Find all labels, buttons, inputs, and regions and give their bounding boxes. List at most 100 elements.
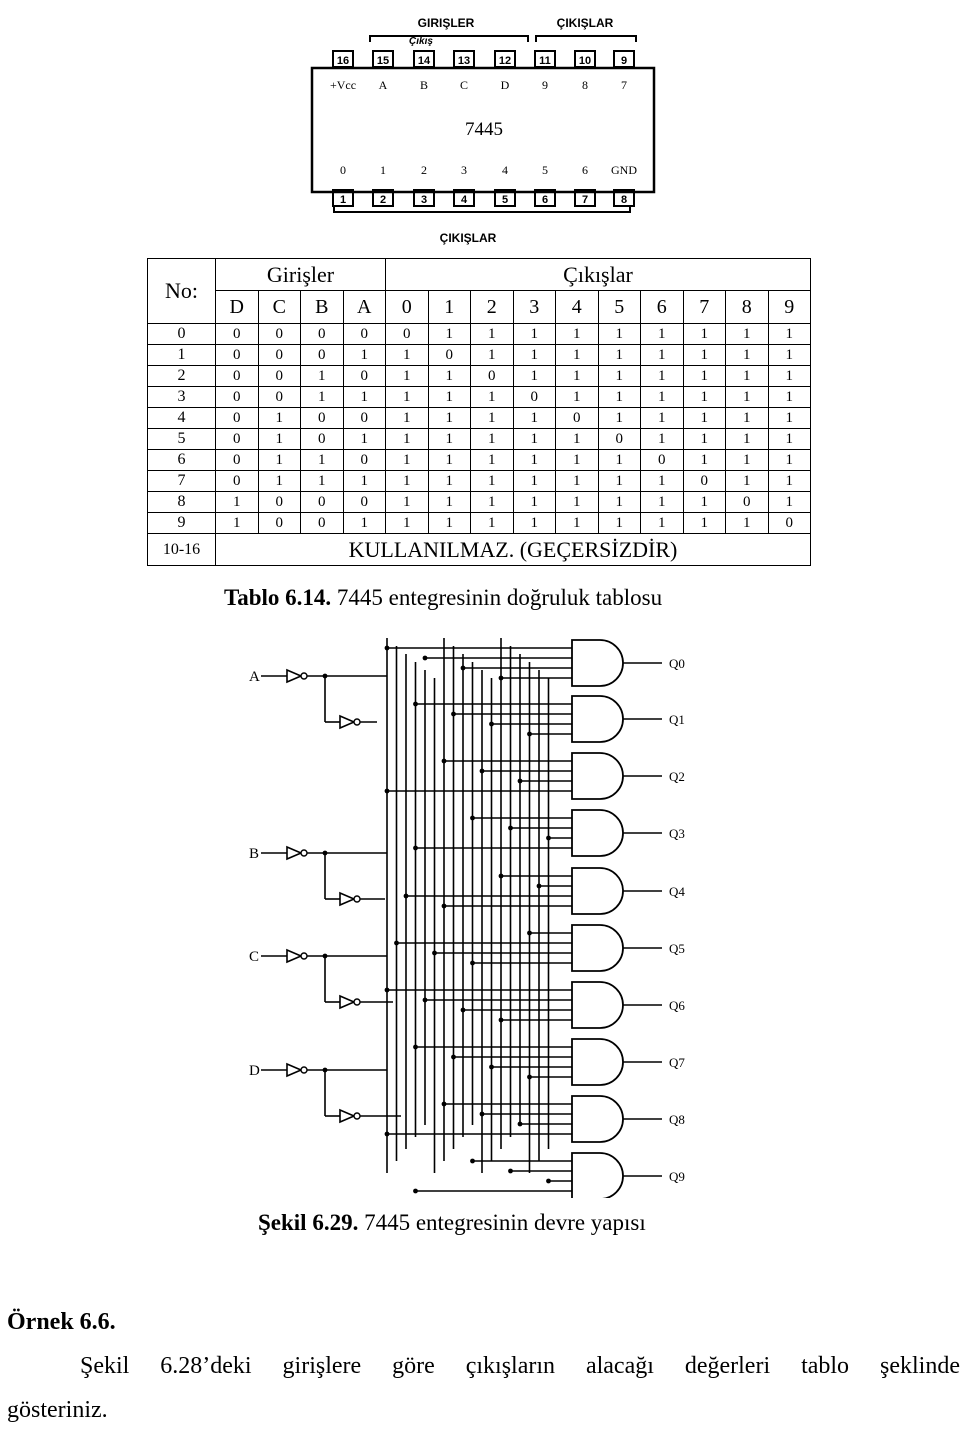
input-cell: 0 — [342, 407, 386, 429]
output-cell: 1 — [470, 428, 514, 450]
top-pin-number: 12 — [499, 55, 511, 67]
output-cell: 1 — [597, 512, 641, 534]
output-cell: 1 — [512, 449, 556, 471]
paragraph-word: şeklinde — [880, 1353, 960, 1379]
input-cell: 0 — [300, 512, 344, 534]
output-cell: 1 — [555, 323, 599, 345]
and-gate — [571, 639, 624, 687]
output-cell: 1 — [725, 470, 769, 492]
output-cell: 1 — [470, 491, 514, 513]
paragraph-word: çıkışların — [465, 1353, 556, 1379]
input-cell: 0 — [300, 407, 344, 429]
output-cell: 1 — [640, 428, 684, 450]
bottom-pin-label: 0 — [340, 163, 346, 177]
output-cell: 1 — [767, 323, 811, 345]
output-column-header: 7 — [682, 290, 726, 324]
paragraph-word: değerleri — [684, 1353, 771, 1379]
and-gate — [571, 924, 624, 972]
top-pin: 13C — [453, 50, 475, 92]
output-cell: 1 — [427, 512, 471, 534]
output-cell: 0 — [682, 470, 726, 492]
bottom-pin-number: 8 — [621, 194, 627, 206]
input-cell: 0 — [342, 449, 386, 471]
top-pin: 14B — [413, 50, 435, 92]
output-cell: 1 — [385, 491, 429, 513]
paragraph-word: Şekil — [80, 1353, 130, 1379]
output-cell: 1 — [385, 512, 429, 534]
paragraph-word: tablo — [801, 1353, 850, 1379]
output-subgroup-label: Çıkış — [409, 36, 433, 47]
output-label: Q2 — [669, 769, 685, 784]
top-pin-label: 9 — [542, 78, 548, 92]
output-cell: 1 — [597, 386, 641, 408]
input-column-header: A — [342, 290, 386, 324]
paragraph-word: 6.28’deki — [160, 1353, 252, 1379]
input-cell: 1 — [342, 344, 386, 366]
output-column-header: 3 — [512, 290, 556, 324]
input-cell: 0 — [300, 428, 344, 450]
bottom-pin-number: 6 — [542, 194, 548, 206]
and-gate — [571, 752, 624, 800]
output-cell: 1 — [767, 386, 811, 408]
input-cell: 1 — [257, 407, 301, 429]
input-cell: 1 — [300, 365, 344, 387]
output-cell: 1 — [427, 365, 471, 387]
output-label: Q1 — [669, 712, 685, 727]
bottom-pin: 32 — [413, 163, 435, 207]
chip-name: 7445 — [465, 119, 503, 140]
top-pin-number: 9 — [621, 55, 627, 67]
paragraph-word: göre — [392, 1353, 435, 1379]
output-column-header: 5 — [597, 290, 641, 324]
input-cell: 1 — [300, 449, 344, 471]
output-cell: 1 — [640, 386, 684, 408]
output-cell: 1 — [470, 512, 514, 534]
input-cell: 0 — [257, 386, 301, 408]
input-cell: 0 — [257, 491, 301, 513]
output-cell: 1 — [682, 323, 726, 345]
bottom-pin-label: 6 — [582, 163, 588, 177]
output-label: Q6 — [669, 998, 685, 1013]
output-cell: 1 — [725, 407, 769, 429]
top-pin-number: 11 — [539, 55, 551, 67]
invalid-range-text: KULLANILMAZ. (GEÇERSİZDİR) — [215, 533, 811, 566]
output-cell: 1 — [767, 470, 811, 492]
bottom-pin-label: 4 — [502, 163, 508, 177]
input-cell: 0 — [300, 344, 344, 366]
and-gate — [571, 1095, 624, 1143]
input-column-header: D — [215, 290, 259, 324]
output-label: Q9 — [669, 1169, 685, 1184]
output-label: Q3 — [669, 826, 685, 841]
top-pin-number: 10 — [579, 55, 591, 67]
output-cell: 1 — [470, 386, 514, 408]
output-cell: 1 — [512, 365, 556, 387]
outputs-header: Çıkışlar — [385, 258, 811, 291]
output-cell: 1 — [385, 470, 429, 492]
output-cell: 1 — [767, 449, 811, 471]
input-cell: 0 — [257, 323, 301, 345]
output-cell: 1 — [597, 365, 641, 387]
row-number: 6 — [147, 449, 216, 471]
input-cell: 0 — [215, 428, 259, 450]
output-cell: 1 — [470, 449, 514, 471]
paragraph-line-2: gösteriniz. — [7, 1397, 108, 1423]
output-cell: 0 — [385, 323, 429, 345]
row-number: 7 — [147, 470, 216, 492]
top-pin: 16+Vcc — [330, 50, 356, 92]
row-number: 3 — [147, 386, 216, 408]
output-cell: 1 — [725, 449, 769, 471]
input-cell: 0 — [215, 365, 259, 387]
output-cell: 1 — [555, 428, 599, 450]
complement-inverter-symbol — [339, 994, 357, 1010]
output-cell: 1 — [427, 470, 471, 492]
paragraph-word: girişlere — [282, 1353, 362, 1379]
output-label: Q7 — [669, 1055, 685, 1070]
input-cell: 1 — [300, 470, 344, 492]
top-pin-label: B — [420, 78, 428, 92]
input-inverter-symbol — [286, 668, 304, 684]
output-cell: 1 — [385, 365, 429, 387]
